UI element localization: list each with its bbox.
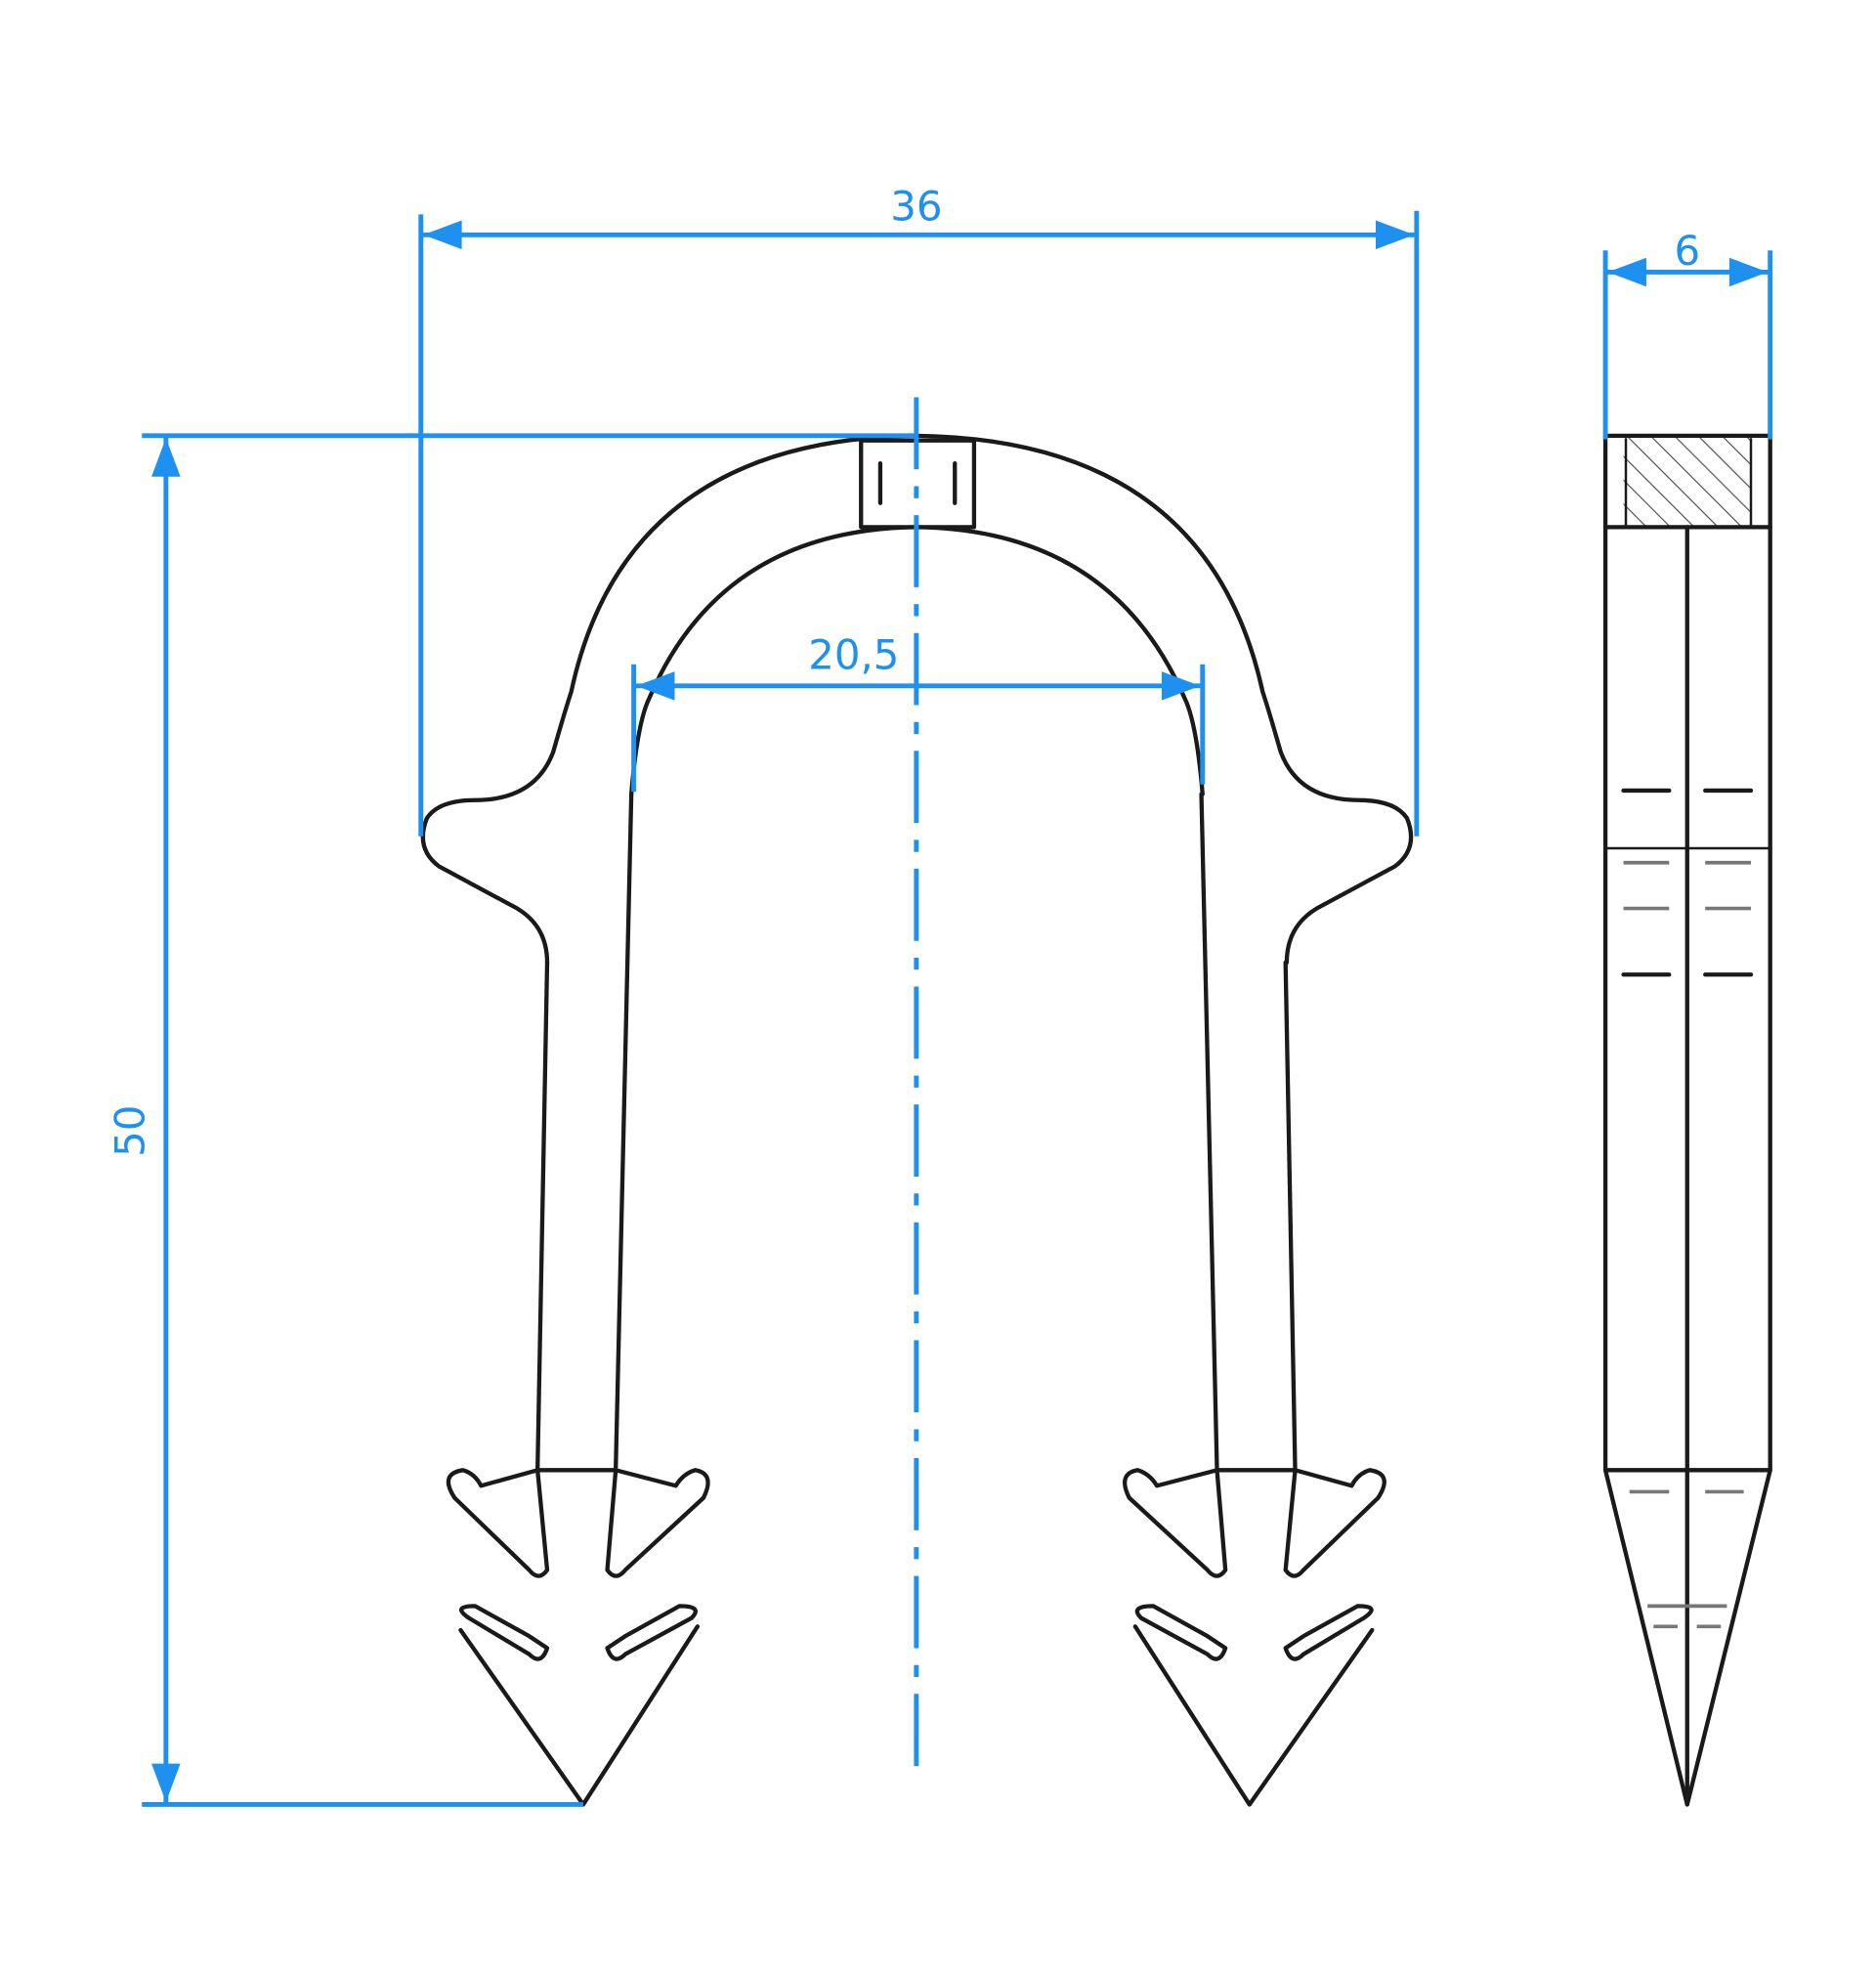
dimension-label-36: 36 [890, 183, 942, 231]
dimension-label-6: 6 [1674, 227, 1700, 275]
dimension-overall-width: 36 [418, 183, 1420, 837]
dimension-label-20-5: 20,5 [808, 631, 899, 679]
clip-side-view [1602, 433, 1772, 1807]
right-leg-arrow [1125, 795, 1385, 1805]
left-leg-arrow [448, 795, 708, 1805]
dimension-inner-width: 20,5 [631, 631, 1206, 793]
dimension-label-50: 50 [107, 1105, 154, 1157]
dimension-overall-height: 50 [107, 433, 915, 1807]
dimension-thickness: 6 [1602, 227, 1773, 440]
